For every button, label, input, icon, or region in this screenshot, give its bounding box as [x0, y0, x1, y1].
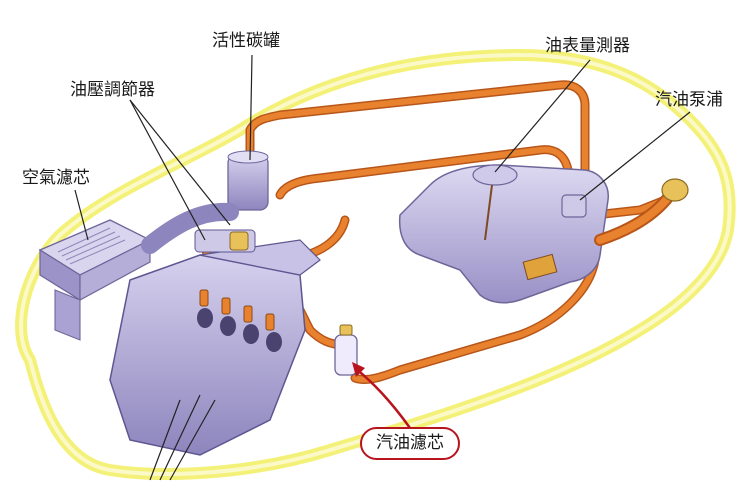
air-filter-box [38, 219, 152, 341]
fuel-gauge-sender [472, 164, 518, 186]
intake-duct [141, 202, 239, 254]
pressure-regulator-part [229, 231, 249, 251]
label-fuel-pump: 汽油泵浦 [655, 90, 723, 110]
fuel-filter-callout-arrow [352, 362, 412, 429]
fuel-filter [334, 324, 358, 376]
fuel-pump [561, 194, 587, 218]
carbon-canister [227, 150, 269, 211]
label-carbon-canister: 活性碳罐 [212, 31, 280, 51]
fuel-tank [398, 164, 609, 304]
engine-block [109, 229, 321, 456]
label-fuel-gauge-sensor: 油表量測器 [545, 36, 630, 56]
leader-lines [74, 54, 691, 481]
label-fuel-filter: 汽油濾芯 [360, 427, 460, 460]
car-body-outline [15, 49, 736, 480]
fuel-filler-neck [594, 178, 689, 246]
label-air-filter: 空氣濾芯 [22, 168, 90, 188]
label-fuel-pressure-regulator: 油壓調節器 [70, 80, 155, 100]
